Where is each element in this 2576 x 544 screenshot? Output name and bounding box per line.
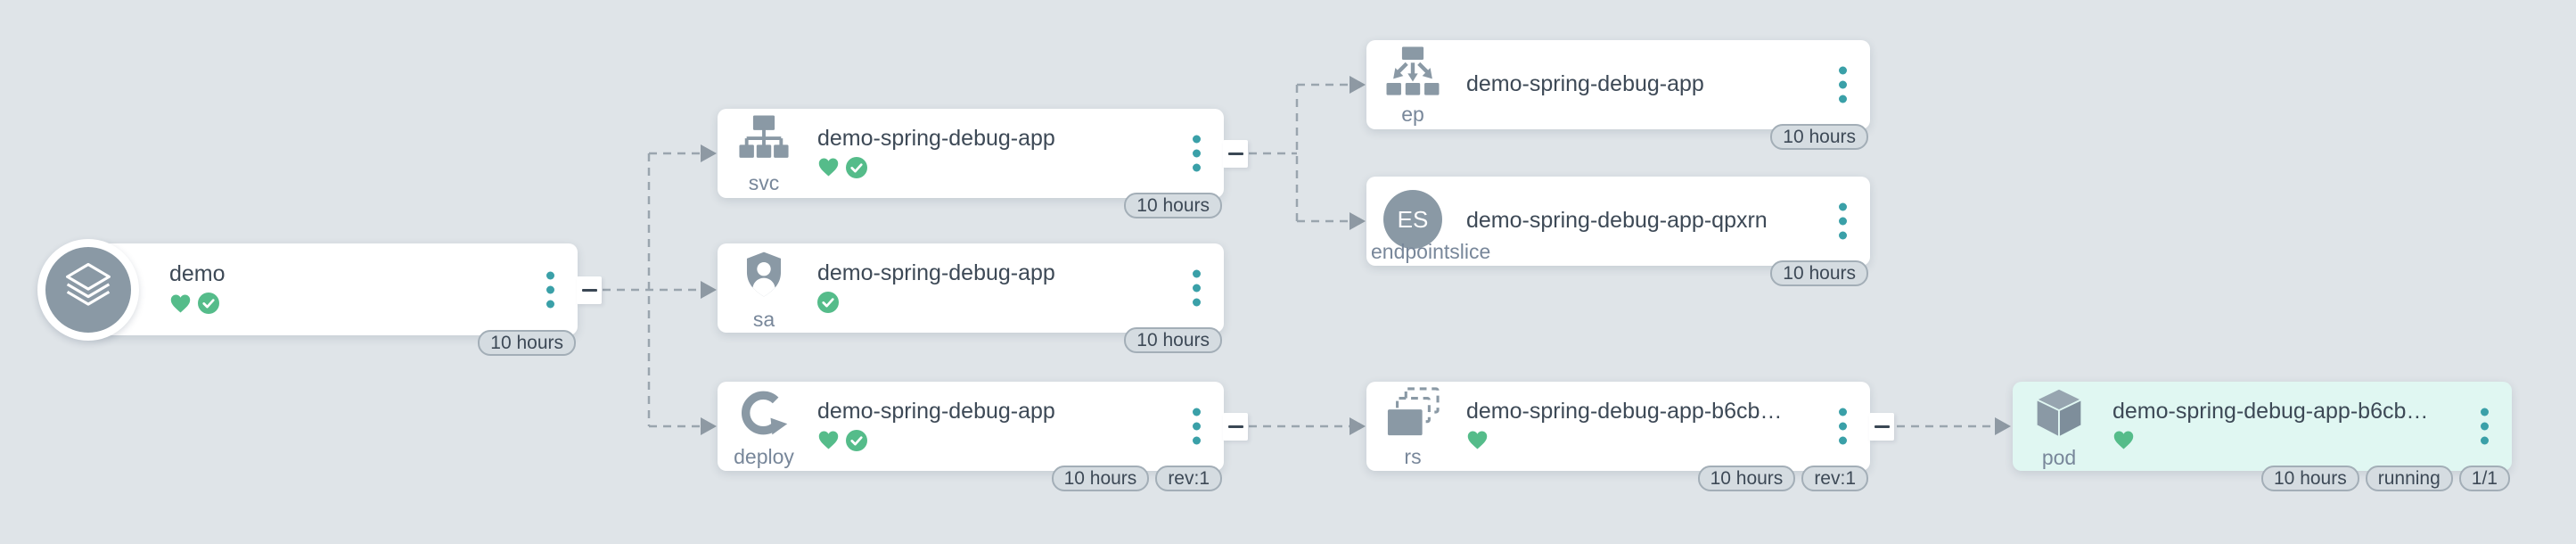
node-title: demo-spring-debug-app <box>817 399 1055 424</box>
arrowhead-endpointslice <box>1350 212 1366 230</box>
check-icon <box>846 429 867 456</box>
minus-icon <box>1227 152 1243 155</box>
heart-icon <box>1466 430 1489 455</box>
age-badge: 10 hours <box>1124 327 1222 353</box>
arrowhead-svc <box>701 144 717 162</box>
replicaset-icon <box>1385 386 1440 444</box>
check-icon <box>846 156 867 183</box>
arrowhead-pod <box>1995 417 2011 435</box>
age-badge: 10 hours <box>1697 466 1796 491</box>
arrowhead-sa <box>701 281 717 299</box>
more-menu-button[interactable] <box>1835 405 1850 449</box>
status-badge: running <box>2365 466 2453 491</box>
age-badge: 10 hours <box>1051 466 1150 491</box>
node-type-label: sa <box>752 307 775 331</box>
arrowhead-ep <box>1350 76 1366 94</box>
node-deploy[interactable]: deploy demo-spring-debug-app 10 hours re… <box>718 382 1224 491</box>
arrowhead-deploy <box>701 417 717 435</box>
heart-icon <box>169 293 192 318</box>
node-pod[interactable]: pod demo-spring-debug-app-b6cb… 10 hours… <box>2013 382 2512 491</box>
node-title: demo-spring-debug-app-b6cb… <box>2112 399 2429 424</box>
age-badge: 10 hours <box>1124 193 1222 218</box>
heart-icon <box>2112 430 2135 455</box>
node-title: demo-spring-debug-app <box>817 260 1055 285</box>
node-ep[interactable]: ep demo-spring-debug-app 10 hours <box>1366 40 1870 150</box>
minus-icon <box>1874 425 1890 428</box>
node-type-label: ep <box>1401 102 1424 126</box>
layers-icon <box>58 257 119 322</box>
more-menu-button[interactable] <box>1189 132 1204 176</box>
age-badge: 10 hours <box>478 330 576 356</box>
check-icon <box>817 291 839 317</box>
revision-badge: rev:1 <box>1155 466 1222 491</box>
more-menu-button[interactable] <box>1189 267 1204 310</box>
node-title: demo-spring-debug-app <box>817 126 1055 151</box>
collapse-toggle-demo[interactable] <box>577 276 602 304</box>
node-title: demo-spring-debug-app-qpxrn <box>1466 209 1768 234</box>
heart-icon <box>817 430 840 455</box>
node-type-label: svc <box>748 170 780 194</box>
ready-count-badge: 1/1 <box>2458 466 2510 491</box>
node-title: demo <box>169 262 226 287</box>
age-badge: 10 hours <box>2261 466 2359 491</box>
more-menu-button[interactable] <box>1835 63 1850 107</box>
node-type-label: deploy <box>734 444 794 468</box>
more-menu-button[interactable] <box>2477 405 2492 449</box>
node-demo[interactable]: demo 10 hours <box>37 238 578 356</box>
arrowhead-rs <box>1350 417 1366 435</box>
node-type-label: pod <box>2041 445 2077 469</box>
node-type-label: rs <box>1404 444 1422 468</box>
node-rs[interactable]: rs demo-spring-debug-app-b6cb… 10 hours … <box>1366 382 1870 491</box>
node-type-label: endpointslice <box>1371 240 1491 263</box>
more-menu-button[interactable] <box>543 268 558 311</box>
more-menu-button[interactable] <box>1189 405 1204 449</box>
node-title: demo-spring-debug-app-b6cb… <box>1466 399 1783 424</box>
age-badge: 10 hours <box>1770 260 1868 286</box>
circular-arrows-icon <box>737 386 791 444</box>
collapse-toggle-rs[interactable] <box>1869 413 1894 441</box>
cube-icon <box>2032 385 2086 445</box>
age-badge: 10 hours <box>1770 124 1868 150</box>
node-endpointslice[interactable]: ES endpointslice demo-spring-debug-app-q… <box>1366 177 1870 286</box>
node-sa[interactable]: sa demo-spring-debug-app 10 hours <box>718 243 1224 353</box>
minus-icon <box>1227 425 1243 428</box>
distribution-icon <box>1385 45 1440 102</box>
more-menu-button[interactable] <box>1835 200 1850 243</box>
application-avatar <box>37 238 139 341</box>
node-svc[interactable]: svc demo-spring-debug-app 10 hours <box>718 109 1224 218</box>
heart-icon <box>817 157 840 182</box>
node-title: demo-spring-debug-app <box>1466 72 1704 97</box>
check-icon <box>198 293 219 318</box>
service-tree-icon <box>736 114 792 170</box>
minus-icon <box>581 289 597 292</box>
collapse-toggle-deploy[interactable] <box>1223 413 1248 441</box>
shield-user-icon <box>738 247 790 307</box>
collapse-toggle-svc[interactable] <box>1223 140 1248 168</box>
endpointslice-icon: ES <box>1383 190 1442 249</box>
revision-badge: rev:1 <box>1801 466 1868 491</box>
